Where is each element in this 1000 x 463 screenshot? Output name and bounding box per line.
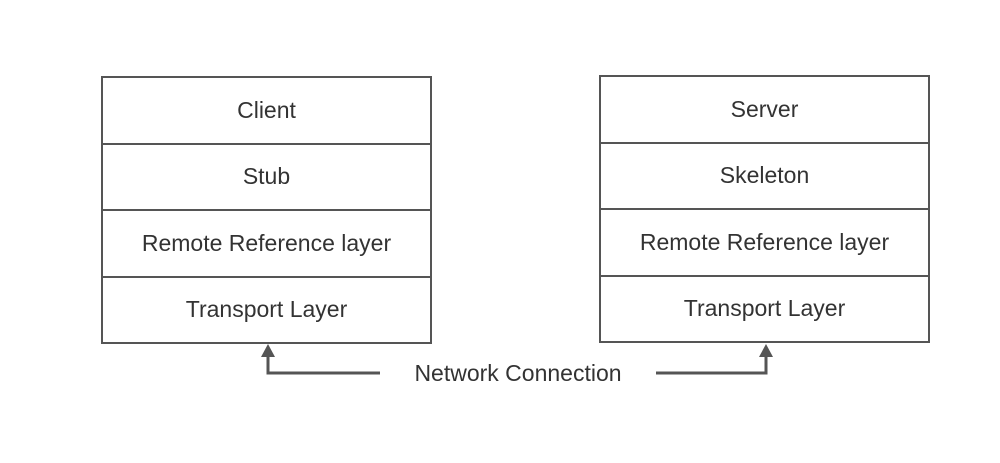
skeleton-layer: Skeleton xyxy=(601,144,928,210)
stub-layer: Stub xyxy=(103,145,430,211)
right-arrowhead-icon xyxy=(759,344,773,357)
client-stack: Client Stub Remote Reference layer Trans… xyxy=(101,76,432,344)
right-connector-line xyxy=(656,352,768,375)
server-transport-layer: Transport Layer xyxy=(683,295,846,322)
server-layer: Server xyxy=(601,77,928,144)
client-layer: Client xyxy=(103,78,430,145)
server-remote-reference-layer: Remote Reference layer xyxy=(601,210,928,277)
server-stack: Server Skeleton Remote Reference layer T… xyxy=(599,75,930,343)
client-remote-reference-layer: Remote Reference layer xyxy=(103,211,430,278)
left-arrowhead-icon xyxy=(261,344,275,357)
network-connection-label: Network Connection xyxy=(380,357,656,389)
left-connector-line xyxy=(266,352,380,375)
client-transport-layer: Transport Layer xyxy=(185,296,348,323)
